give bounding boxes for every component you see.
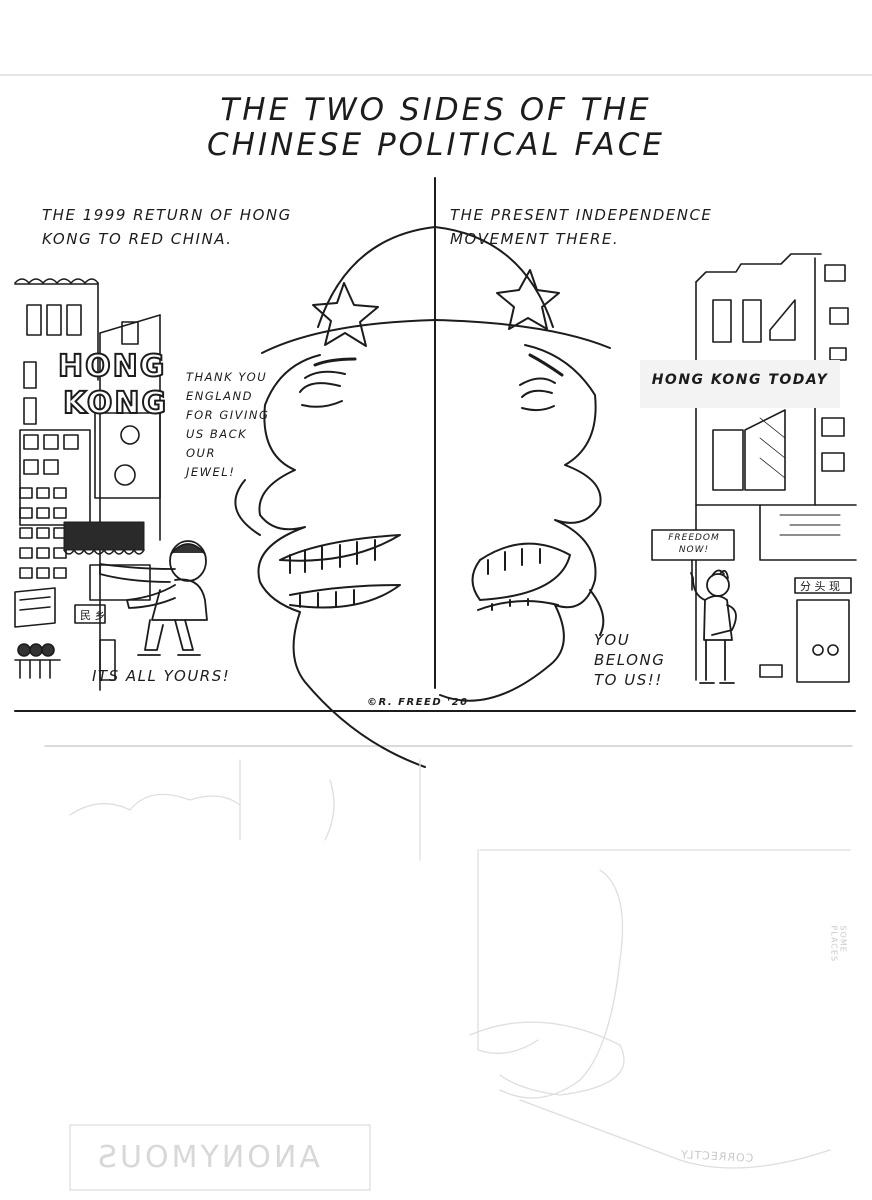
bleed-through-word: ANONYMOUS [95, 1140, 320, 1175]
hong-kong-sign-line-2: KONG [62, 386, 169, 422]
right-panel-caption: THE PRESENT INDEPENDENCE MOVEMENT THERE. [450, 206, 713, 248]
hong-kong-today-sign: HONG KONG TODAY [651, 372, 829, 388]
left-man [99, 540, 208, 656]
svg-text:分 头 现: 分 头 现 [800, 580, 840, 593]
left-bottom-speech: ITS ALL YOURS! [92, 667, 231, 685]
left-buildings: 民 乡 [14, 278, 161, 691]
freedom-now-sign: FREEDOM NOW! [668, 533, 720, 555]
bleed-through-vertical-text: SOME PLACES [829, 925, 848, 963]
right-protester [690, 569, 737, 684]
artist-credit: ©R. FREED '20 [367, 697, 469, 708]
svg-text:民 乡: 民 乡 [80, 609, 106, 622]
bleed-through-sketch [69, 759, 851, 1191]
left-panel-caption: THE 1999 RETURN OF HONG KONG TO RED CHIN… [42, 206, 292, 248]
faces [234, 226, 611, 768]
hong-kong-sign-line-1: HONG [57, 349, 167, 385]
right-speech: YOU BELONG TO US!! [594, 631, 666, 689]
cartoon-title-line-2: CHINESE POLITICAL FACE [206, 127, 665, 163]
right-buildings: 分 头 现 [640, 253, 857, 683]
cartoon-title-line-1: THE TWO SIDES OF THE [220, 92, 652, 128]
left-speech-bubble: THANK YOU ENGLAND FOR GIVING US BACK OUR… [186, 370, 270, 479]
